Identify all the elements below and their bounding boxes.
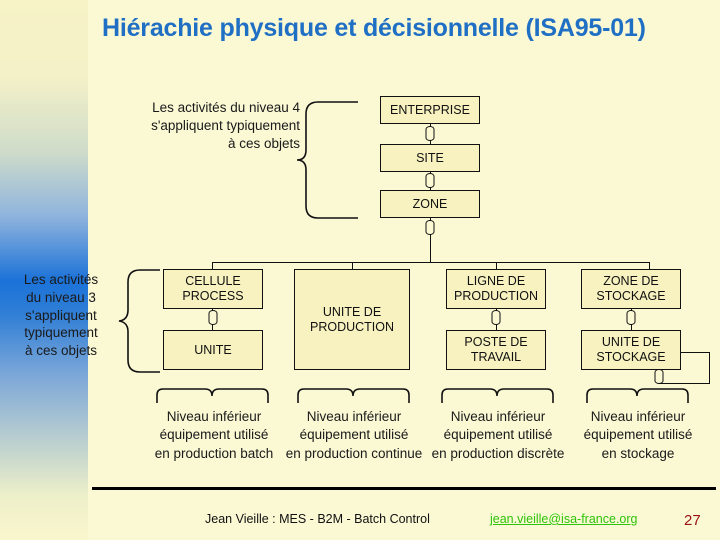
selfloop-right-segment [708, 352, 710, 384]
left-gradient-strip [0, 0, 88, 540]
caption-branch-4: Niveau inférieur équipement utilisé en s… [583, 409, 693, 461]
bus-drop-2 [352, 262, 354, 270]
caption-brace-3 [440, 387, 555, 404]
box-zone-de-stockage[interactable]: ZONE DE STOCKAGE [581, 269, 681, 309]
footer-email-link[interactable]: jean.vieille@isa-france.org [490, 512, 638, 526]
level3-note: Les activités du niveau 3 s'appliquent t… [23, 272, 99, 359]
box-zone[interactable]: ZONE [380, 190, 480, 218]
box-poste-de-travail[interactable]: POSTE DE TRAVAIL [446, 330, 546, 370]
caption-branch-2: Niveau inférieur équipement utilisé en p… [285, 409, 423, 461]
selfloop-bottom-segment [658, 383, 709, 385]
caption-branch-3: Niveau inférieur équipement utilisé en p… [431, 409, 565, 461]
selfloop-top-segment [681, 352, 710, 354]
aggregation-diamond-cellule-unite [208, 310, 218, 325]
box-cellule-process[interactable]: CELLULE PROCESS [163, 269, 263, 309]
box-ligne-de-production[interactable]: LIGNE DE PRODUCTION [446, 269, 546, 309]
footer-author: Jean Vieille : MES - B2M - Batch Control [205, 512, 430, 526]
box-unite-de-stockage[interactable]: UNITE DE STOCKAGE [581, 330, 681, 370]
box-unite-de-production[interactable]: UNITE DE PRODUCTION [294, 269, 410, 370]
connector-zone-bus [429, 218, 431, 262]
aggregation-diamond-zone-bus [425, 220, 435, 235]
aggregation-diamond-enterprise-site [425, 126, 435, 141]
bus-drop-4 [648, 262, 650, 270]
footer-divider [92, 487, 716, 490]
aggregation-diamond-site-zone [425, 173, 435, 188]
slide-title: Hiérachie physique et décisionnelle (ISA… [102, 14, 646, 42]
box-unite[interactable]: UNITE [163, 330, 263, 370]
caption-brace-2 [296, 387, 411, 404]
level4-brace [296, 100, 360, 220]
level4-note: Les activités du niveau 4 s'appliquent t… [151, 100, 300, 151]
footer-page-number: 27 [684, 512, 701, 529]
caption-brace-1 [155, 387, 270, 404]
distribution-bus [212, 262, 650, 264]
bus-drop-1 [212, 262, 214, 270]
box-enterprise[interactable]: ENTERPRISE [380, 96, 480, 124]
aggregation-diamond-zone-unite-stockage [626, 310, 636, 325]
level3-brace [118, 268, 162, 376]
aggregation-diamond-ligne-poste [491, 310, 501, 325]
box-site[interactable]: SITE [380, 144, 480, 172]
caption-brace-4 [585, 387, 690, 404]
aggregation-diamond-selfloop [654, 369, 664, 384]
caption-branch-1: Niveau inférieur équipement utilisé en p… [154, 409, 274, 461]
bus-drop-3 [496, 262, 498, 270]
